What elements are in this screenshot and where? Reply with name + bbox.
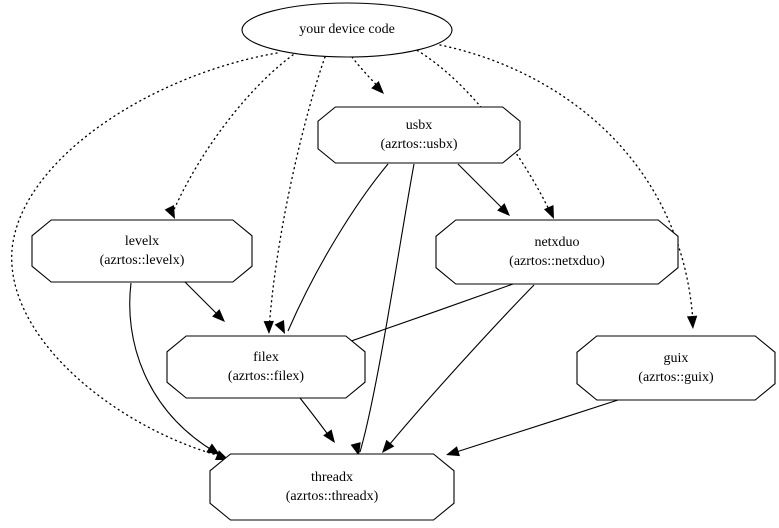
node-label-levelx-namespace: (azrtos::levelx) <box>100 253 185 268</box>
node-shape-octagon-usbx <box>317 106 521 164</box>
node-label-netxduo-primary: netxduo <box>534 235 579 250</box>
node-label-threadx-primary: threadx <box>311 470 353 485</box>
arrowhead-device-to-filex <box>263 320 274 334</box>
node-usbx[interactable]: usbx(azrtos::usbx) <box>317 106 521 164</box>
arrowhead-device-to-usbx <box>371 81 384 94</box>
node-label-guix-primary: guix <box>664 351 689 366</box>
node-threadx[interactable]: threadx(azrtos::threadx) <box>209 453 455 521</box>
edge-device-to-levelx <box>171 51 298 215</box>
node-netxduo[interactable]: netxduo(azrtos::netxduo) <box>435 219 679 285</box>
arrowhead-levelx-to-threadx <box>206 443 220 455</box>
edge-device-to-filex <box>268 56 326 331</box>
node-guix[interactable]: guix(azrtos::guix) <box>576 335 776 401</box>
node-shape-ellipse-device <box>241 2 453 58</box>
node-levelx[interactable]: levelx(azrtos::levelx) <box>31 219 253 283</box>
node-shape-octagon-filex <box>166 335 366 399</box>
arrowhead-device-to-levelx <box>164 205 175 219</box>
arrowhead-guix-to-threadx <box>446 446 460 457</box>
edge-usbx-to-netxduo <box>457 163 508 214</box>
node-label-levelx-primary: levelx <box>125 234 159 249</box>
node-label-filex-namespace: (azrtos::filex) <box>228 369 305 384</box>
node-shape-octagon-threadx <box>209 453 455 521</box>
node-filex[interactable]: filex(azrtos::filex) <box>166 335 366 399</box>
node-shape-octagon-netxduo <box>435 219 679 285</box>
arrowhead-device-to-netxduo <box>543 205 554 219</box>
node-label-threadx-namespace: (azrtos::threadx) <box>286 489 379 504</box>
edge-guix-to-threadx <box>449 399 619 455</box>
edge-device-to-threadx <box>11 52 278 458</box>
edge-usbx-to-threadx <box>359 163 415 453</box>
edge-levelx-to-threadx <box>129 282 216 453</box>
node-label-usbx-namespace: (azrtos::usbx) <box>381 137 458 152</box>
edge-netxduo-to-threadx <box>384 284 535 451</box>
arrowhead-filex-to-threadx <box>323 429 335 443</box>
nodes-layer: your device codeusbx(azrtos::usbx)levelx… <box>31 2 776 521</box>
edges-layer <box>11 44 694 458</box>
edge-netxduo-to-filex <box>336 283 514 347</box>
arrowhead-usbx-to-filex <box>274 320 285 334</box>
node-label-device-primary: your device code <box>299 22 395 37</box>
node-label-guix-namespace: (azrtos::guix) <box>638 370 714 385</box>
node-label-filex-primary: filex <box>253 350 279 365</box>
node-shape-octagon-guix <box>576 335 776 401</box>
arrowhead-usbx-to-netxduo <box>497 203 510 216</box>
node-label-netxduo-namespace: (azrtos::netxduo) <box>509 254 605 269</box>
arrowhead-netxduo-to-threadx <box>382 439 395 453</box>
node-label-usbx-primary: usbx <box>406 118 432 133</box>
edge-device-to-guix <box>439 44 694 323</box>
edge-usbx-to-filex <box>287 163 389 332</box>
arrowhead-levelx-to-filex <box>212 309 225 322</box>
node-device[interactable]: your device code <box>241 2 453 58</box>
node-shape-octagon-levelx <box>31 219 253 283</box>
arrowhead-usbx-to-threadx <box>350 442 361 456</box>
arrowhead-device-to-guix <box>686 315 698 329</box>
